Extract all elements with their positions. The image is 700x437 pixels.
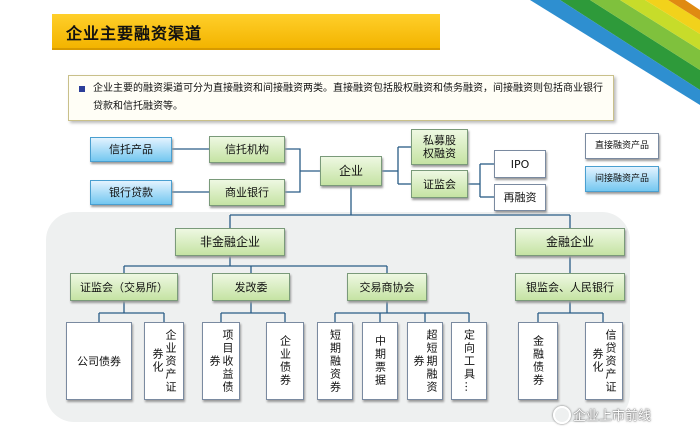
node-financial: 金融企业 <box>515 228 625 256</box>
node-nafmii: 交易商协会 <box>347 273 427 301</box>
node-financial-bond: 金融债券 <box>518 322 558 400</box>
weibo-icon <box>553 406 571 424</box>
node-ipo: IPO <box>494 150 546 178</box>
node-private-equity: 私募股权融资 <box>411 129 468 165</box>
node-enterprise-bond-label: 企业债券 <box>278 335 292 387</box>
node-commercial-bank: 商业银行 <box>209 179 285 206</box>
node-corporate-bond: 公司债券 <box>66 322 132 400</box>
node-refinancing: 再融资 <box>494 184 546 211</box>
node-credit-abs: 信贷资产证券化 <box>585 322 623 400</box>
node-csrc-exchange: 证监会（交易所） <box>70 273 178 301</box>
node-short-term: 短期融资券 <box>317 322 353 400</box>
description-text: 企业主要的融资渠道可分为直接融资和间接融资两类。直接融资包括股权融资和债务融资，… <box>93 83 603 112</box>
node-bank-loan: 银行贷款 <box>90 180 172 205</box>
node-abs: 企业资产证券化 <box>144 322 184 400</box>
node-super-short-label: 超短期融资券 <box>412 328 438 394</box>
legend-indirect: 间接融资产品 <box>585 166 659 192</box>
bullet-icon <box>79 86 85 92</box>
watermark-text: 企业上市前线 <box>573 409 652 424</box>
title-bar: 企业主要融资渠道 <box>52 14 440 50</box>
node-short-term-label: 短期融资券 <box>328 328 342 394</box>
legend-direct: 直接融资产品 <box>585 133 659 159</box>
node-trust-institution: 信托机构 <box>209 136 285 163</box>
node-ppn: 定向工具… <box>451 322 487 400</box>
node-csrc: 证监会 <box>411 170 468 198</box>
node-cbrc-pboc: 银监会、人民银行 <box>515 273 625 301</box>
node-project-revenue-bond: 项目收益债券 <box>202 322 240 400</box>
node-project-revenue-bond-label: 项目收益债券 <box>208 328 234 394</box>
page-title: 企业主要融资渠道 <box>66 24 203 43</box>
node-super-short: 超短期融资券 <box>407 322 443 400</box>
node-enterprise: 企业 <box>320 156 382 186</box>
node-ppn-label: 定向工具… <box>462 328 476 394</box>
node-abs-label: 企业资产证券化 <box>151 328 177 394</box>
node-mtn-label: 中期票据 <box>373 335 387 387</box>
node-non-financial: 非金融企业 <box>175 228 285 256</box>
node-credit-abs-label: 信贷资产证券化 <box>591 328 617 394</box>
description-box: 企业主要的融资渠道可分为直接融资和间接融资两类。直接融资包括股权融资和债务融资，… <box>68 75 614 121</box>
node-financial-bond-label: 金融债券 <box>531 335 545 387</box>
node-trust-product: 信托产品 <box>90 137 172 162</box>
node-enterprise-bond: 企业债券 <box>266 322 304 400</box>
node-mtn: 中期票据 <box>362 322 398 400</box>
corner-stripes-decoration <box>440 0 700 120</box>
node-ndrc: 发改委 <box>212 273 290 301</box>
